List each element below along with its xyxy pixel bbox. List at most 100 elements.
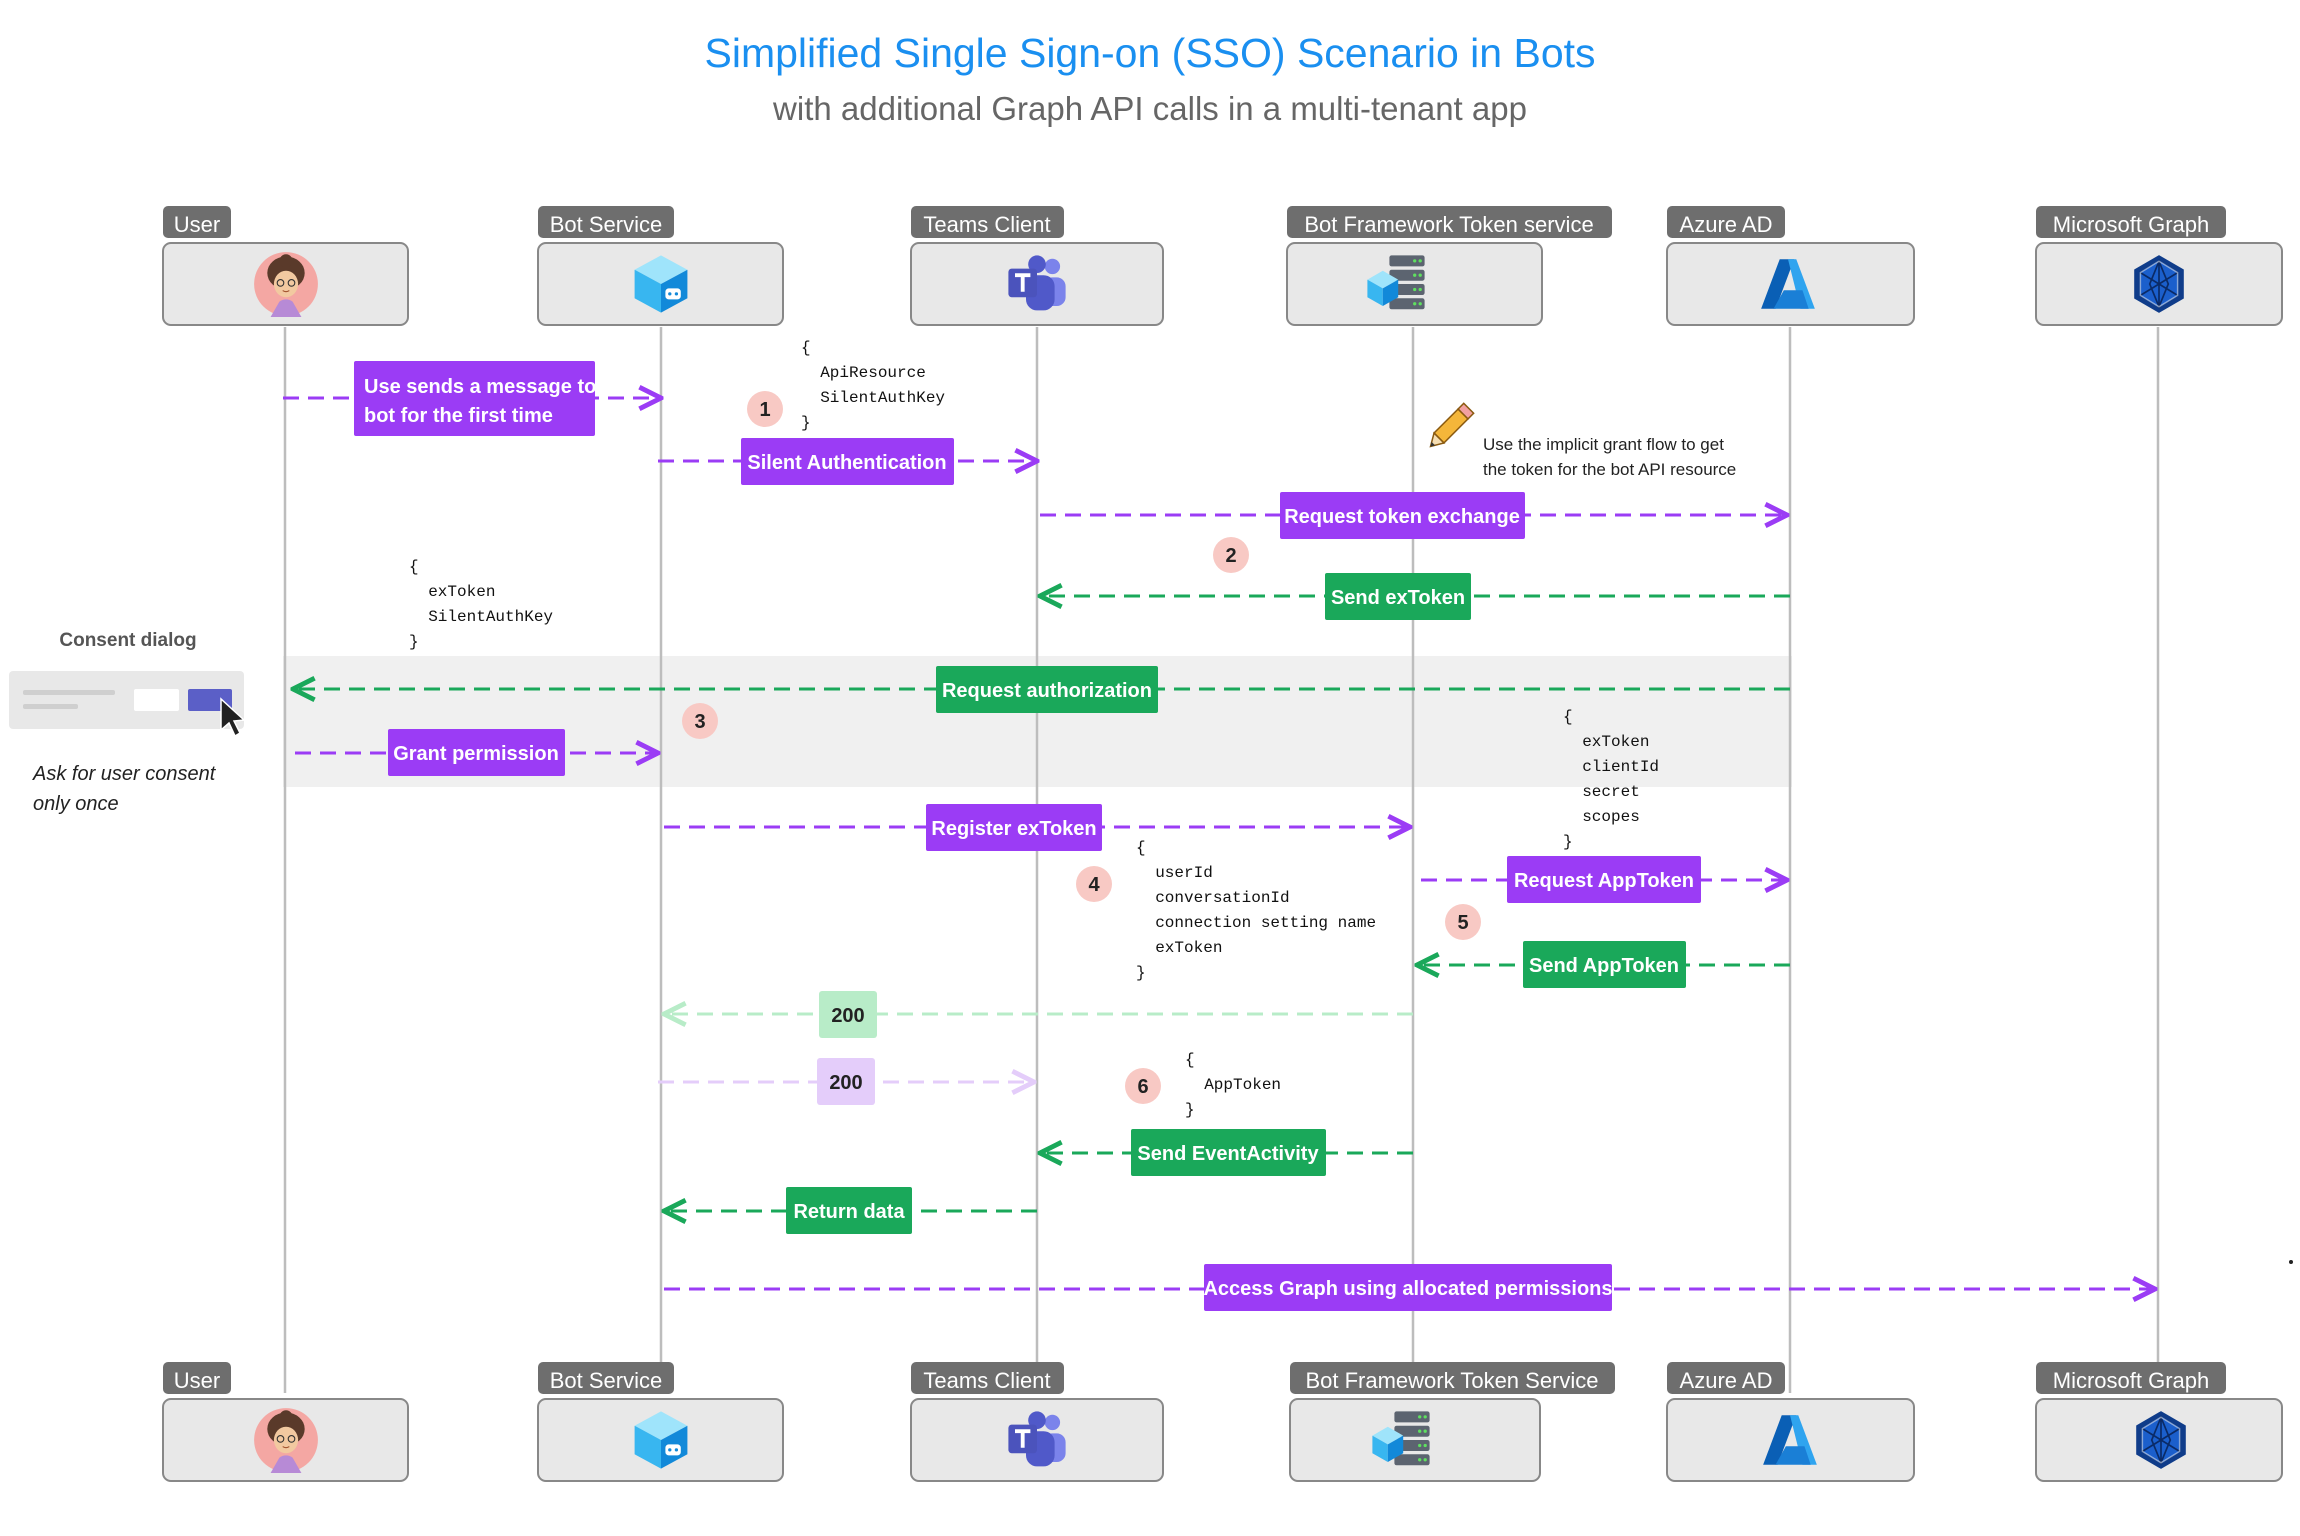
step-badge-2: 2 <box>1213 537 1249 573</box>
participant-user: User <box>162 206 409 326</box>
text-line: userId <box>1136 864 1213 882</box>
message-label: 200 <box>831 1005 864 1027</box>
participant-microsoft-graph-bottom: Microsoft Graph <box>2035 1362 2283 1482</box>
text-line: { <box>1563 708 1573 726</box>
message-label: Return data <box>793 1201 905 1223</box>
message-label: Access Graph using allocated permissions <box>1203 1278 1612 1300</box>
consent-once-note: Ask for user consent only once <box>32 763 217 815</box>
participant-microsoft-graph: Microsoft Graph <box>2035 206 2283 326</box>
diagram-title: Simplified Single Sign-on (SSO) Scenario… <box>704 30 1595 76</box>
text-line: connection setting name <box>1136 914 1376 932</box>
participant-azure-ad-bottom: Azure AD <box>1666 1362 1915 1482</box>
participant-label: Bot Service <box>550 212 663 237</box>
participant-label: Azure AD <box>1680 1368 1773 1393</box>
step-badge-4: 4 <box>1076 866 1112 902</box>
step-number: 3 <box>694 711 705 733</box>
text-line: exToken <box>1136 939 1222 957</box>
participant-user-bottom: User <box>162 1362 409 1482</box>
message-label: Request authorization <box>942 680 1152 702</box>
pencil-icon <box>1429 402 1475 448</box>
message-access-graph: Access Graph using allocated permissions <box>1203 1264 1613 1311</box>
message-send-eventactivity: Send EventActivity <box>1131 1129 1326 1176</box>
text-line: { <box>1185 1051 1195 1069</box>
message-line: bot for the first time <box>364 405 553 427</box>
message-user-sends: Use sends a message to bot for the first… <box>354 361 602 436</box>
text-line: Use the implicit grant flow to get <box>1483 435 1724 454</box>
message-label: Register exToken <box>931 818 1096 840</box>
message-request-authorization: Request authorization <box>936 666 1158 713</box>
implicit-grant-note: Use the implicit grant flow to get the to… <box>1429 402 1736 479</box>
message-register-extoken: Register exToken <box>926 804 1102 851</box>
message-label: Request token exchange <box>1284 506 1520 528</box>
stray-dot <box>2289 1260 2293 1264</box>
participant-label: Bot Service <box>550 1368 663 1393</box>
lifelines <box>283 327 2160 1393</box>
text-line: ApiResource <box>801 364 926 382</box>
consent-dialog-title: Consent dialog <box>59 630 196 651</box>
message-request-token-exchange: Request token exchange <box>1280 492 1525 539</box>
message-silent-auth: Silent Authentication <box>741 438 954 485</box>
participant-teams-client-bottom: Teams Client <box>910 1362 1164 1482</box>
participant-bot-service-bottom: Bot Service <box>537 1362 784 1482</box>
step-number: 4 <box>1088 874 1100 896</box>
message-label: Grant permission <box>393 743 559 765</box>
step-number: 5 <box>1457 912 1468 934</box>
code-block-apptoken: { AppToken} <box>1185 1051 1281 1119</box>
text-line: { <box>1136 839 1146 857</box>
participant-label: User <box>174 212 220 237</box>
text-line: clientId <box>1563 758 1659 776</box>
step-number: 6 <box>1137 1076 1148 1098</box>
text-line: } <box>1136 964 1146 982</box>
consent-dialog-box <box>9 671 244 729</box>
message-label: Send AppToken <box>1529 955 1679 977</box>
participant-label: Bot Framework Token Service <box>1305 1368 1598 1393</box>
text-line: { <box>409 558 419 576</box>
text-line: Ask for user consent <box>32 763 217 785</box>
message-return-data: Return data <box>786 1187 912 1234</box>
message-label: Use sends a message to bot for the first… <box>364 376 602 427</box>
text-line: } <box>801 414 811 432</box>
text-line: SilentAuthKey <box>801 389 945 407</box>
code-block-silent-auth: { ApiResource SilentAuthKey} <box>801 339 945 432</box>
cursor-icon <box>220 697 246 738</box>
text-line: conversationId <box>1136 889 1290 907</box>
code-blocks: { ApiResource SilentAuthKey} { exToken S… <box>409 339 1659 1119</box>
text-line: only once <box>33 793 119 815</box>
message-label: Silent Authentication <box>747 452 946 474</box>
step-number: 1 <box>759 399 770 421</box>
consent-text-line <box>23 704 78 709</box>
participant-bot-service: Bot Service <box>537 206 784 326</box>
message-label: 200 <box>829 1072 862 1094</box>
text-line: } <box>1563 833 1573 851</box>
participant-azure-ad: Azure AD <box>1666 206 1915 326</box>
text-line: exToken <box>1563 733 1649 751</box>
consent-dialog: Consent dialog Ask for user consent only … <box>9 630 246 815</box>
participant-label: Azure AD <box>1680 212 1773 237</box>
participant-token-service: Bot Framework Token service <box>1286 206 1612 326</box>
message-200-green: 200 <box>819 991 877 1038</box>
step-badges: 1 2 3 4 5 6 <box>682 391 1481 1104</box>
text-line: secret <box>1563 783 1640 801</box>
text-line: exToken <box>409 583 495 601</box>
consent-cancel-button <box>134 689 179 711</box>
participant-label: Teams Client <box>923 1368 1050 1393</box>
code-block-apptoken-request: { exToken clientId secret scopes} <box>1563 708 1659 851</box>
step-number: 2 <box>1225 545 1236 567</box>
text-line: AppToken <box>1185 1076 1281 1094</box>
message-send-apptoken: Send AppToken <box>1523 941 1686 988</box>
message-200-purple: 200 <box>817 1058 875 1105</box>
note-text: Use the implicit grant flow to get the to… <box>1483 435 1736 479</box>
step-badge-3: 3 <box>682 703 718 739</box>
message-request-apptoken: Request AppToken <box>1507 856 1701 903</box>
text-line: } <box>1185 1101 1195 1119</box>
code-block-extoken: { exToken SilentAuthKey} <box>409 558 553 651</box>
participant-label: Microsoft Graph <box>2053 1368 2210 1393</box>
message-labels: Use sends a message to bot for the first… <box>354 361 1701 1311</box>
message-label: Send exToken <box>1331 587 1465 609</box>
text-line: the token for the bot API resource <box>1483 460 1736 479</box>
step-badge-6: 6 <box>1125 1068 1161 1104</box>
participant-token-service-bottom: Bot Framework Token Service <box>1289 1362 1615 1482</box>
participant-teams-client: Teams Client <box>910 206 1164 326</box>
text-line: SilentAuthKey <box>409 608 553 626</box>
